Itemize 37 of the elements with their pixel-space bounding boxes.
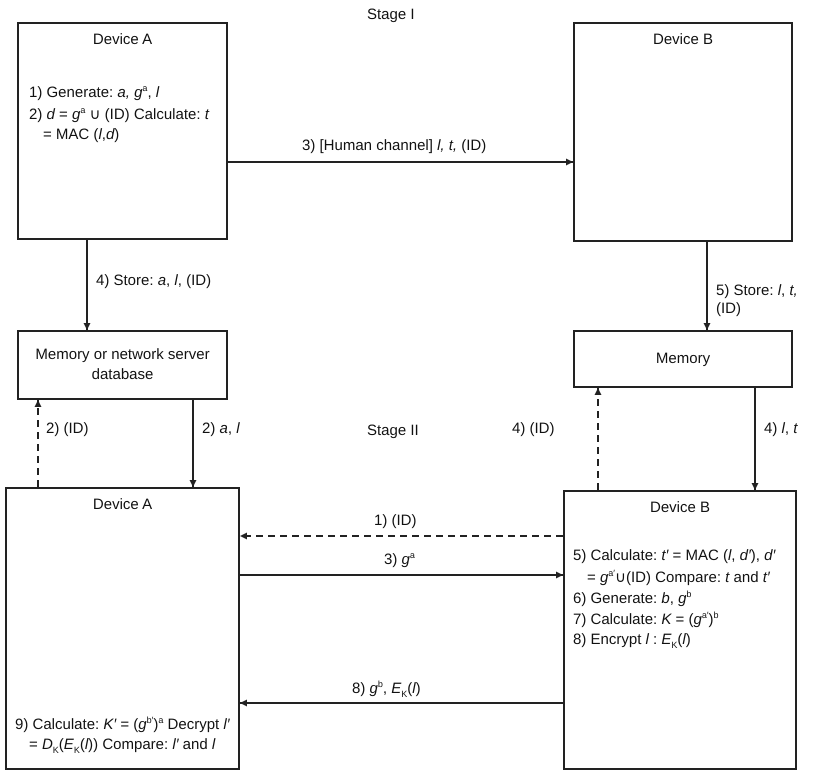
dashed-arrow — [34, 400, 42, 487]
edge-label: 3) [Human channel] l, t, (ID) — [300, 137, 488, 155]
edge-label: 2) a, l — [200, 420, 242, 438]
box-title: Memory or network server database — [34, 344, 211, 385]
step-text: 8) Encrypt l : E$_{K}$(l) — [573, 630, 692, 652]
step-text: 6) Generate: b, g$^{b}$ — [573, 588, 692, 609]
box-title: Device A — [92, 495, 154, 515]
arrow — [752, 388, 758, 490]
device-box — [17, 22, 228, 240]
arrow — [228, 158, 573, 166]
edge-label: 1) (ID) — [372, 512, 418, 530]
memory-box — [17, 330, 228, 400]
arrow — [84, 240, 90, 330]
edge-label: 4) l, t — [762, 420, 800, 438]
arrow — [240, 700, 563, 706]
box-title: Device B — [648, 498, 712, 518]
device-box — [5, 487, 240, 770]
dashed-arrow — [594, 388, 602, 490]
step-text: 1) Generate: a, g$^{a}$, l — [29, 82, 160, 104]
edge-label: 8) g$^{b}$, E$_{K}$(l) — [350, 679, 423, 700]
memory-box — [573, 330, 793, 388]
edge-label: 2) (ID) — [44, 420, 90, 438]
step-text: 7) Calculate: K = (g$^{a′}$)$^{b}$ — [573, 609, 720, 630]
step-text: 2) d = g$^{a}$ ∪ (ID) Calculate: t = MAC (l,d) — [29, 104, 210, 145]
arrow — [240, 572, 563, 578]
step-text: 9) Calculate: K′ = (g$^{b′}$)$^{a}$ Decrypt l′ = D$_{K}$(E$_{K}$(l)) Compare: l′ and l — [15, 714, 230, 756]
dashed-arrow — [240, 532, 563, 540]
box-title: Memory — [654, 348, 712, 369]
device-box — [563, 490, 797, 770]
box-title: Device B — [652, 30, 714, 50]
box-title: Device A — [92, 30, 154, 50]
device-box — [573, 22, 793, 242]
edge-label: 3) g$^{a}$ — [382, 550, 417, 569]
edge-label: 4) (ID) — [510, 420, 556, 438]
arrow — [190, 400, 196, 487]
arrow — [704, 242, 710, 330]
edge-label: 4) Store: a, l, (ID) — [94, 272, 214, 290]
